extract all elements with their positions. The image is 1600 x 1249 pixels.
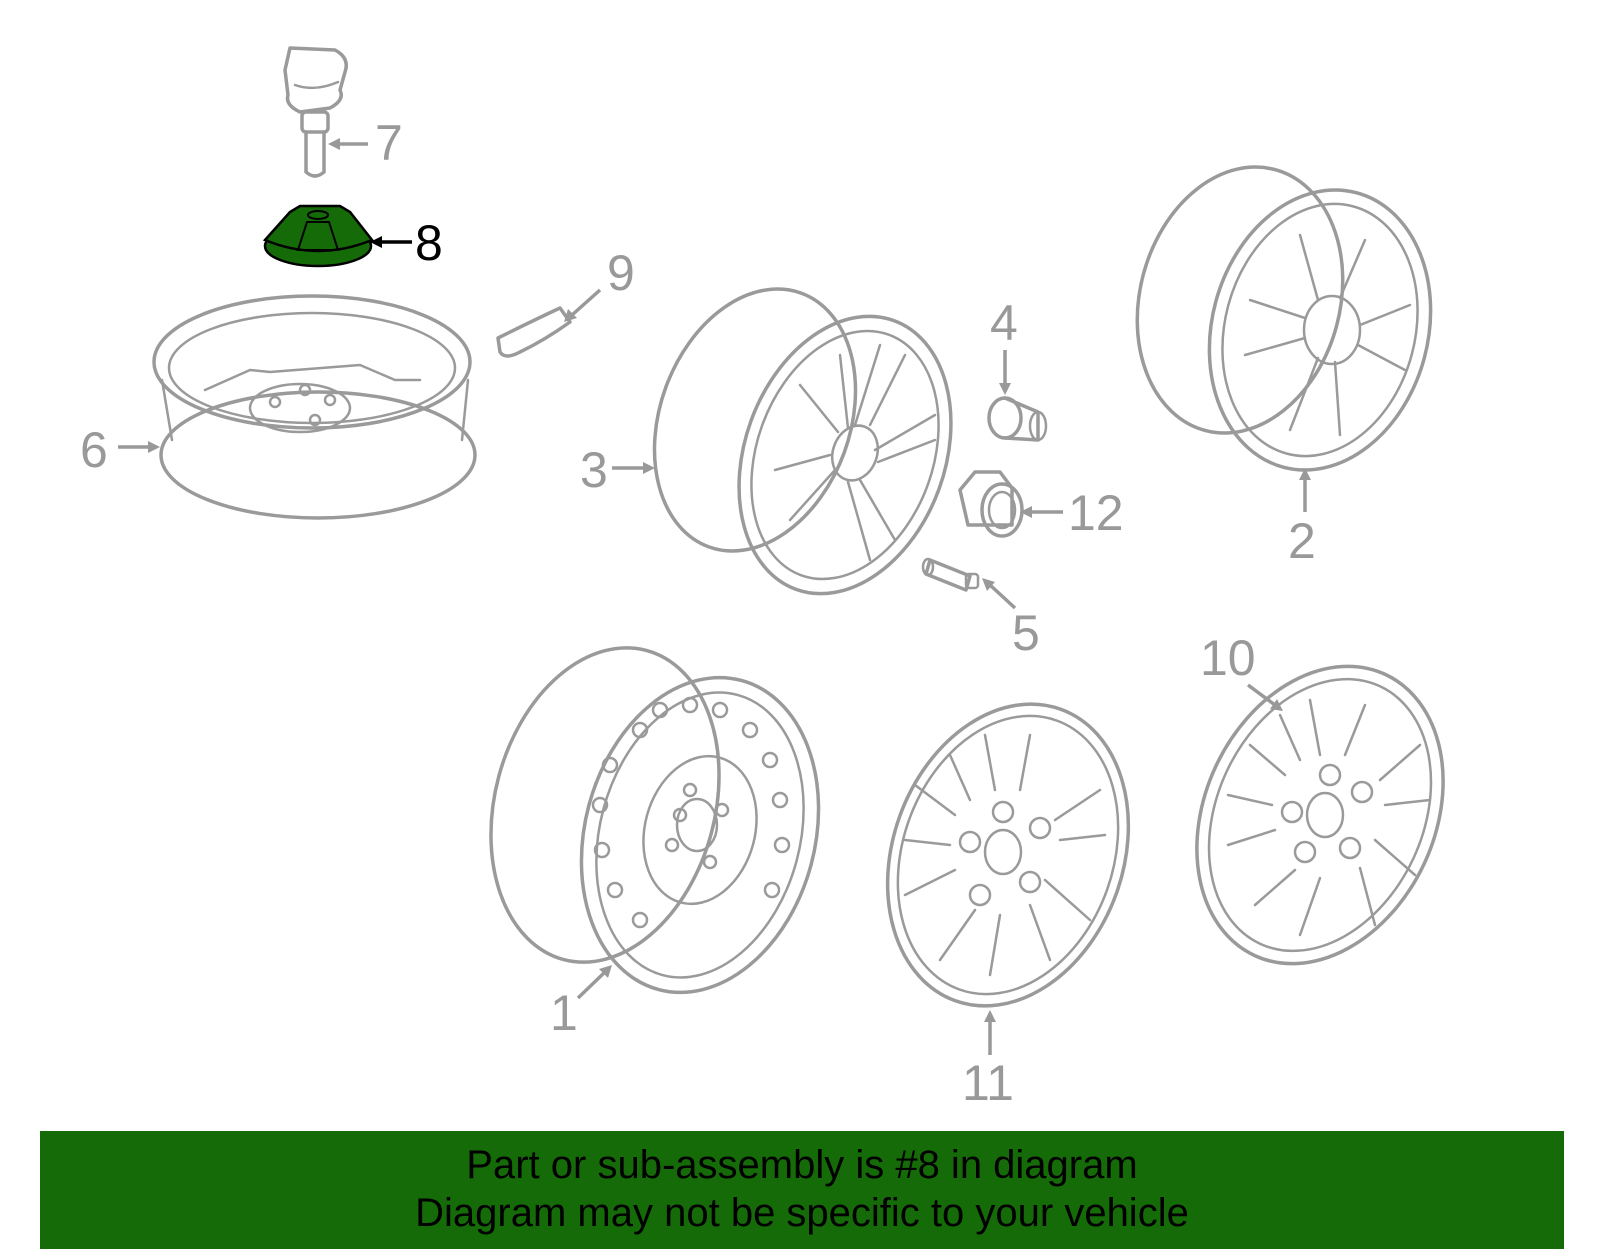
part-2-alloy-wheel[interactable] [1108, 144, 1461, 495]
part-8-spare-spacer[interactable] [262, 204, 375, 268]
callout-3[interactable]: 3 [580, 442, 608, 498]
callout-1[interactable]: 1 [550, 985, 578, 1041]
part-6-spare-wheel[interactable] [152, 294, 477, 520]
callout-4[interactable]: 4 [990, 295, 1018, 351]
banner-line-1: Part or sub-assembly is #8 in diagram [466, 1143, 1138, 1187]
callout-12[interactable]: 12 [1068, 485, 1124, 541]
part-3-alloy-wheel[interactable] [620, 261, 988, 624]
callout-6[interactable]: 6 [80, 422, 108, 478]
part-1-steel-wheel[interactable] [457, 622, 852, 1019]
part-4-lug-nut[interactable] [987, 396, 1048, 442]
part-10-wheel-cover[interactable] [1150, 626, 1489, 1004]
callout-11[interactable]: 11 [962, 1055, 1014, 1111]
callout-labels: 7 8 6 9 3 4 12 5 2 1 11 10 [80, 115, 1316, 1111]
callout-8[interactable]: 8 [415, 215, 443, 271]
part-5-valve-stem[interactable] [921, 557, 980, 592]
callout-5[interactable]: 5 [1012, 605, 1040, 661]
part-11-wheel-cover[interactable] [847, 670, 1169, 1040]
part-7-spare-bolt[interactable] [283, 46, 348, 178]
callout-2[interactable]: 2 [1288, 513, 1316, 569]
info-banner: Part or sub-assembly is #8 in diagram Di… [40, 1131, 1564, 1249]
callout-9[interactable]: 9 [607, 245, 635, 301]
callout-10[interactable]: 10 [1200, 630, 1256, 686]
part-12-center-cap[interactable] [958, 470, 1024, 538]
callout-7[interactable]: 7 [375, 115, 403, 171]
callout-arrows [118, 138, 1311, 1055]
banner-line-2: Diagram may not be specific to your vehi… [415, 1191, 1189, 1235]
part-9-bracket[interactable] [496, 306, 572, 358]
